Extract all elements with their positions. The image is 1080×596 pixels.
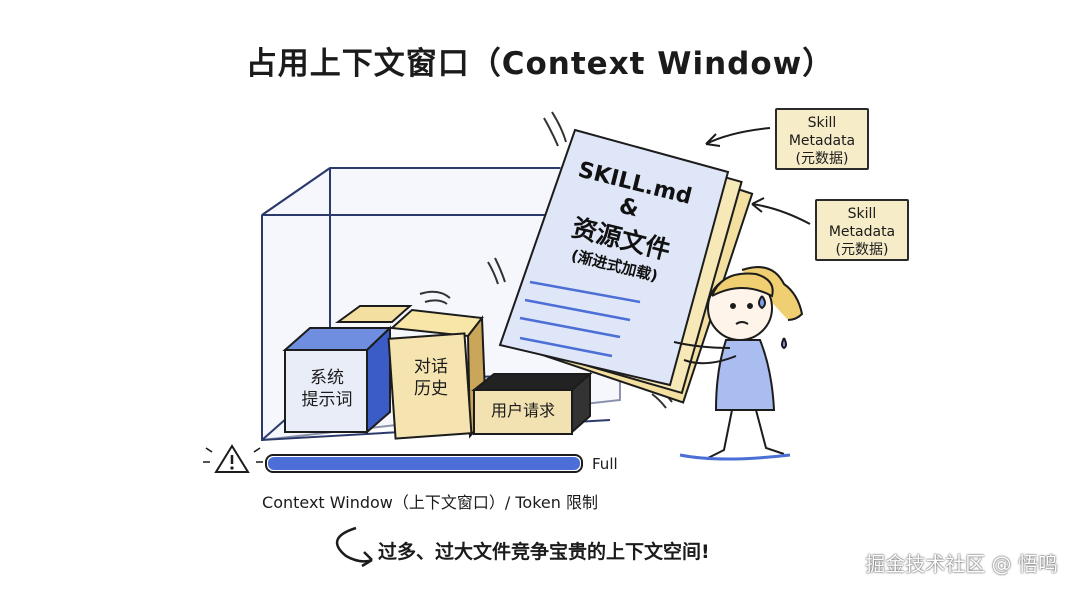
system-prompt-cube — [282, 325, 393, 435]
note-line: Skill — [847, 206, 877, 222]
page-title: 占用上下文窗口（Context Window） — [245, 46, 835, 82]
bottom-caption: 过多、过大文件竞争宝贵的上下文空间! — [378, 541, 710, 563]
metadata-note: Skill Metadata (元数据) — [775, 108, 869, 170]
token-progress-bar — [265, 454, 583, 473]
progress-full-label: Full — [592, 455, 618, 473]
note-line: Skill — [807, 115, 837, 131]
arrow-head — [705, 133, 721, 147]
request-label: 用户请求 — [474, 400, 572, 422]
arrow-head — [751, 197, 765, 213]
box-label-line: 对话 — [414, 357, 448, 377]
curved-arrow-head — [361, 551, 373, 568]
arrow-icon — [751, 203, 811, 225]
metadata-note: Skill Metadata (元数据) — [815, 199, 909, 261]
history-label: 对话 历史 — [393, 356, 469, 400]
progress-fill — [268, 457, 580, 470]
box-label-line: 提示词 — [301, 390, 353, 410]
box-label-line: 历史 — [414, 379, 448, 399]
note-line: (元数据) — [795, 151, 849, 167]
arrow-icon — [705, 127, 771, 145]
box-label-line: 系统 — [310, 368, 344, 388]
girl-pushing-figure — [673, 266, 804, 461]
note-line: (元数据) — [835, 242, 889, 258]
box-label-line: 用户请求 — [490, 401, 555, 420]
warning-icon — [203, 444, 263, 473]
note-line: Metadata — [788, 133, 856, 149]
curved-arrow-icon — [335, 526, 373, 563]
note-line: Metadata — [828, 224, 896, 240]
history-cube — [334, 305, 488, 440]
system-prompt-label: 系统 提示词 — [287, 367, 367, 411]
watermark: 掘金技术社区 @ 悟鸣 — [865, 552, 1058, 576]
request-cube — [471, 371, 593, 435]
bar-caption: Context Window（上下文窗口）/ Token 限制 — [262, 493, 598, 512]
skill-document-stack — [498, 128, 754, 404]
